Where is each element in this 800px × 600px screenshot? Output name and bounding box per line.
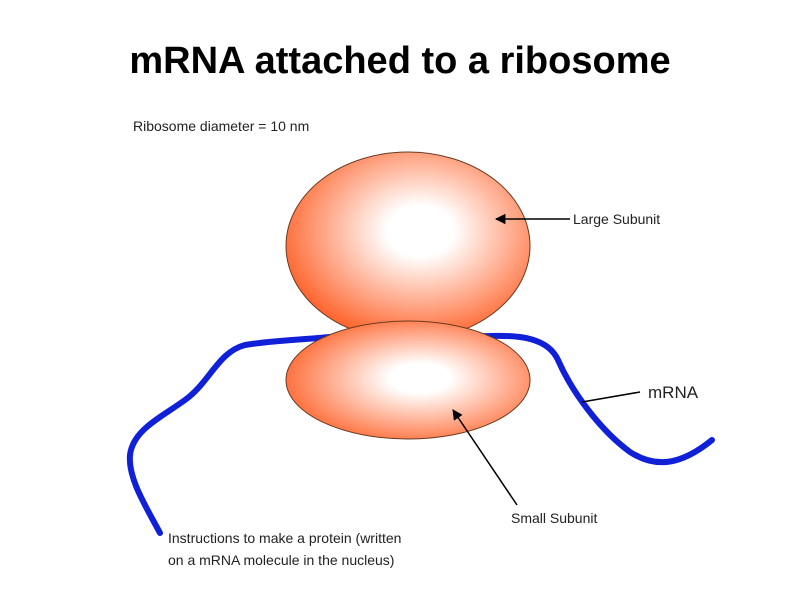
instructions-label-line1: Instructions to make a protein (written: [168, 530, 401, 546]
small-subunit-arrow: [452, 409, 518, 506]
small-subunit: [285, 320, 531, 440]
mrna-pointer-line: [581, 391, 641, 403]
diameter-note: Ribosome diameter = 10 nm: [133, 118, 309, 134]
mrna-label: mRNA: [648, 383, 699, 402]
page-title: mRNA attached to a ribosome: [129, 40, 671, 82]
small-subunit-label: Small Subunit: [511, 510, 597, 526]
mrna-strand: [126, 332, 715, 536]
large-subunit-label: Large Subunit: [573, 211, 660, 227]
instructions-label-line2: on a mRNA molecule in the nucleus): [168, 552, 394, 568]
large-subunit: [285, 151, 531, 341]
